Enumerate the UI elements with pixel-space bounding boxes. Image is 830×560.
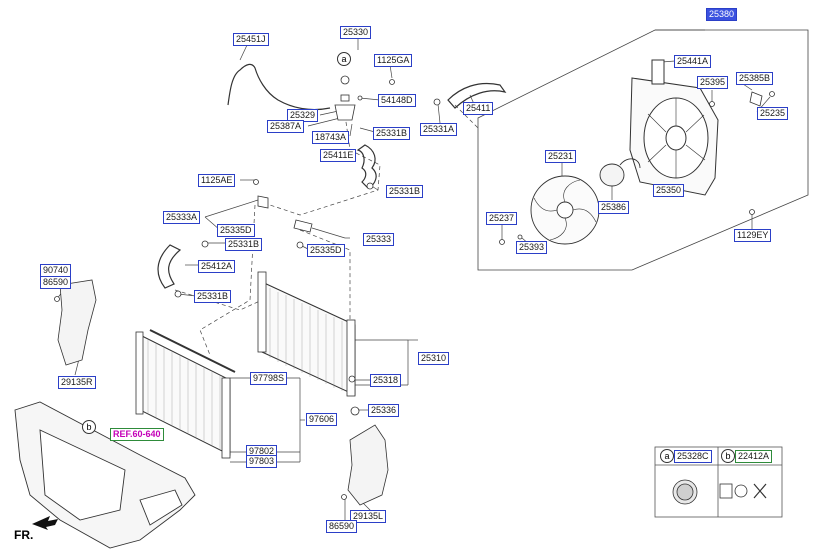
upper-fittings bbox=[54, 75, 441, 500]
marker-b: b bbox=[82, 420, 96, 434]
label-25350: 25350 bbox=[653, 184, 685, 197]
label-1129EY: 1129EY bbox=[734, 229, 772, 242]
radiator bbox=[257, 271, 356, 397]
label-25331B-4: 25331B bbox=[194, 290, 232, 303]
label-25335D-2: 25335D bbox=[307, 244, 345, 257]
label-25387A: 25387A bbox=[267, 120, 305, 133]
front-label: FR. bbox=[14, 528, 34, 542]
label-25385B: 25385B bbox=[736, 72, 774, 85]
label-25330: 25330 bbox=[340, 26, 372, 39]
label-25333A: 25333A bbox=[163, 211, 201, 224]
label-1125AE: 1125AE bbox=[198, 174, 236, 187]
front-arrow-icon bbox=[32, 516, 58, 530]
fan-motor bbox=[599, 158, 641, 187]
legend-marker-b: b bbox=[721, 449, 735, 463]
label-25331B-3: 25331B bbox=[225, 238, 263, 251]
label-25331A: 25331A bbox=[420, 123, 458, 136]
legend-code-a: 25328C bbox=[674, 450, 712, 463]
label-25451J: 25451J bbox=[233, 33, 269, 46]
label-25395: 25395 bbox=[697, 76, 729, 89]
air-guides bbox=[57, 279, 389, 506]
label-25318: 25318 bbox=[370, 374, 402, 387]
label-25231: 25231 bbox=[545, 150, 577, 163]
legend-marker-a: a bbox=[660, 449, 674, 463]
legend-table bbox=[654, 446, 783, 518]
label-86590-2: 86590 bbox=[326, 520, 358, 533]
marker-a: a bbox=[337, 52, 351, 66]
label-25393: 25393 bbox=[516, 241, 548, 254]
legend-icons bbox=[672, 479, 767, 505]
label-25386: 25386 bbox=[598, 201, 630, 214]
label-25411E: 25411E bbox=[320, 149, 357, 162]
label-25331B-2: 25331B bbox=[386, 185, 424, 198]
label-25441A: 25441A bbox=[674, 55, 712, 68]
fan-blade bbox=[530, 175, 600, 245]
label-25412A: 25412A bbox=[198, 260, 236, 273]
fan-hardware bbox=[499, 91, 775, 245]
label-25237: 25237 bbox=[486, 212, 518, 225]
condenser bbox=[135, 329, 236, 459]
label-1125GA: 1125GA bbox=[374, 54, 413, 67]
label-97606: 97606 bbox=[306, 413, 338, 426]
fan-shroud bbox=[629, 59, 719, 196]
label-97798S: 97798S bbox=[250, 372, 288, 385]
label-29135L: 29135L bbox=[350, 510, 387, 523]
label-86590-1: 86590 bbox=[40, 276, 72, 289]
legend-code-b: 22412A bbox=[735, 450, 773, 463]
label-25333: 25333 bbox=[363, 233, 395, 246]
label-25331B-1: 25331B bbox=[373, 127, 411, 140]
label-25380: 25380 bbox=[706, 8, 738, 21]
reference-link[interactable]: REF.60-640 bbox=[110, 428, 164, 441]
hoses bbox=[157, 63, 507, 289]
label-25335D-1: 25335D bbox=[217, 224, 255, 237]
label-54148D: 54148D bbox=[378, 94, 416, 107]
label-25411: 25411 bbox=[463, 102, 494, 115]
label-25235: 25235 bbox=[757, 107, 789, 120]
label-25336: 25336 bbox=[368, 404, 400, 417]
label-97803: 97803 bbox=[246, 455, 278, 468]
label-18743A: 18743A bbox=[312, 131, 350, 144]
label-29135R: 29135R bbox=[58, 376, 96, 389]
label-25310: 25310 bbox=[418, 352, 450, 365]
front-carrier bbox=[14, 401, 196, 549]
